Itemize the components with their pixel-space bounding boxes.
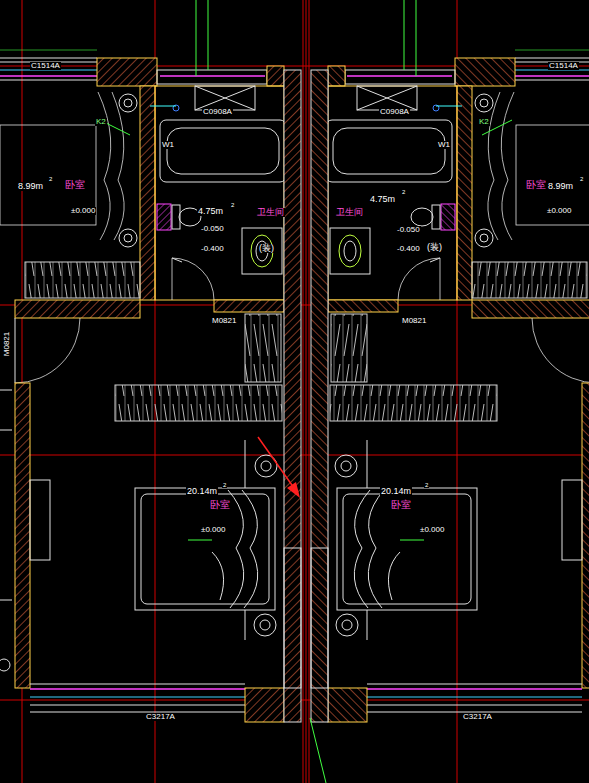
plan-label: 2 xyxy=(401,189,406,195)
plan-label: ±0.000 xyxy=(419,526,445,534)
plan-label: 8.99m xyxy=(547,182,574,191)
plan-label: 卧室 xyxy=(525,180,547,190)
plan-label: C0908A xyxy=(379,108,410,116)
plan-label: (装) xyxy=(426,243,443,252)
plan-label: 4.75m xyxy=(197,207,224,216)
plan-label: K2 xyxy=(478,118,490,126)
plan-label: (装) xyxy=(258,244,275,253)
plan-label: C1514A xyxy=(30,62,61,70)
plan-label: W1 xyxy=(161,141,175,149)
plan-label: 2 xyxy=(230,202,235,208)
plan-label: ±0.000 xyxy=(546,207,572,215)
plan-label: -0.400 xyxy=(396,245,421,253)
plan-label: M0821 xyxy=(401,317,427,325)
plan-label: ±0.000 xyxy=(200,526,226,534)
plan-label: C0908A xyxy=(202,108,233,116)
plan-label: W1 xyxy=(437,141,451,149)
plan-label: -0.050 xyxy=(396,226,421,234)
plan-label: K2 xyxy=(95,118,107,126)
plan-label: C3217A xyxy=(145,713,176,721)
plan-label: M0821 xyxy=(211,317,237,325)
plan-label: 4.75m xyxy=(369,195,396,204)
plan-label: 卫生间 xyxy=(256,208,285,217)
plan-label: 2 xyxy=(579,176,584,182)
plan-label: C1514A xyxy=(548,62,579,70)
plan-label: 20.14m xyxy=(380,487,412,496)
plan-label: 2 xyxy=(424,482,429,488)
plan-label: ±0.000 xyxy=(70,207,96,215)
plan-label: 20.14m xyxy=(186,487,218,496)
plan-label: -0.400 xyxy=(200,245,225,253)
plan-label: 2 xyxy=(48,176,53,182)
plan-label: 2 xyxy=(222,482,227,488)
plan-label: -0.050 xyxy=(200,225,225,233)
plan-label: 卫生间 xyxy=(335,208,364,217)
plan-label: 卧室 xyxy=(390,500,412,510)
plan-label: M0821 xyxy=(3,331,11,357)
plan-label: C3217A xyxy=(462,713,493,721)
plan-label: 卧室 xyxy=(209,500,231,510)
plan-label: 卧室 xyxy=(64,180,86,190)
plan-label: 8.99m xyxy=(17,182,44,191)
